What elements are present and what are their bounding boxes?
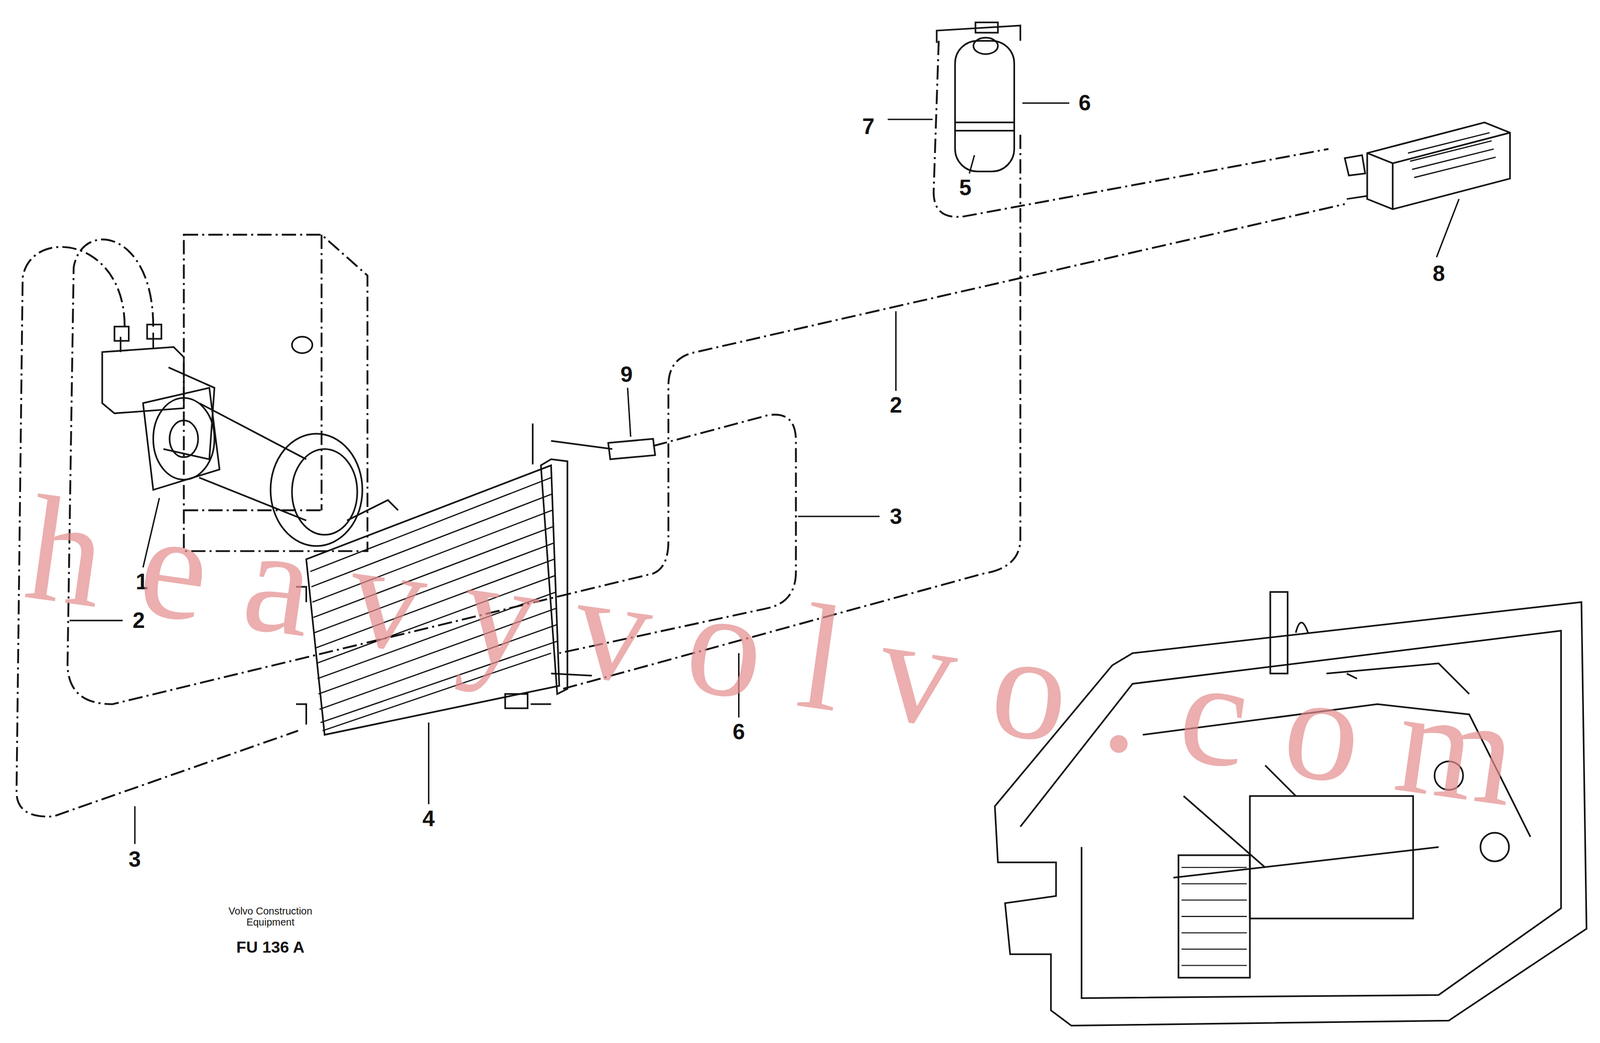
callout-number: 9 xyxy=(618,362,635,386)
callout-number: 8 xyxy=(1430,261,1447,285)
callout-number: 3 xyxy=(887,504,904,528)
figure-code-holder: FU 136 A xyxy=(236,937,305,957)
callout-number: 7 xyxy=(860,114,877,138)
callout-number-holder: 7 xyxy=(860,114,877,138)
figure-code: FU 136 A xyxy=(236,937,305,957)
callout-number-holder: 3 xyxy=(126,847,143,871)
callout-number: 2 xyxy=(887,393,904,417)
callout-number-holder: 4 xyxy=(420,806,437,830)
callout-number-holder: 5 xyxy=(957,176,974,200)
callout-number: 6 xyxy=(1076,91,1093,115)
company-caption-holder: Volvo Construction Equipment xyxy=(212,905,329,928)
callout-number-holder: 3 xyxy=(887,504,904,528)
callout-number-holder: 9 xyxy=(618,362,635,386)
callout-number: 5 xyxy=(957,176,974,200)
callout-number: 6 xyxy=(730,719,747,744)
callout-number-holder: 6 xyxy=(730,719,747,744)
company-caption: Volvo Construction Equipment xyxy=(212,905,329,928)
callout-number-holder: 8 xyxy=(1430,261,1447,285)
callout-number: 3 xyxy=(126,847,143,871)
watermark: heavyvolvo.com xyxy=(18,471,1564,835)
callout-number: 4 xyxy=(420,806,437,830)
callout-number-holder: 6 xyxy=(1076,91,1093,115)
callout-number-holder: 2 xyxy=(887,393,904,417)
watermark-holder: heavyvolvo.com xyxy=(18,471,1564,835)
